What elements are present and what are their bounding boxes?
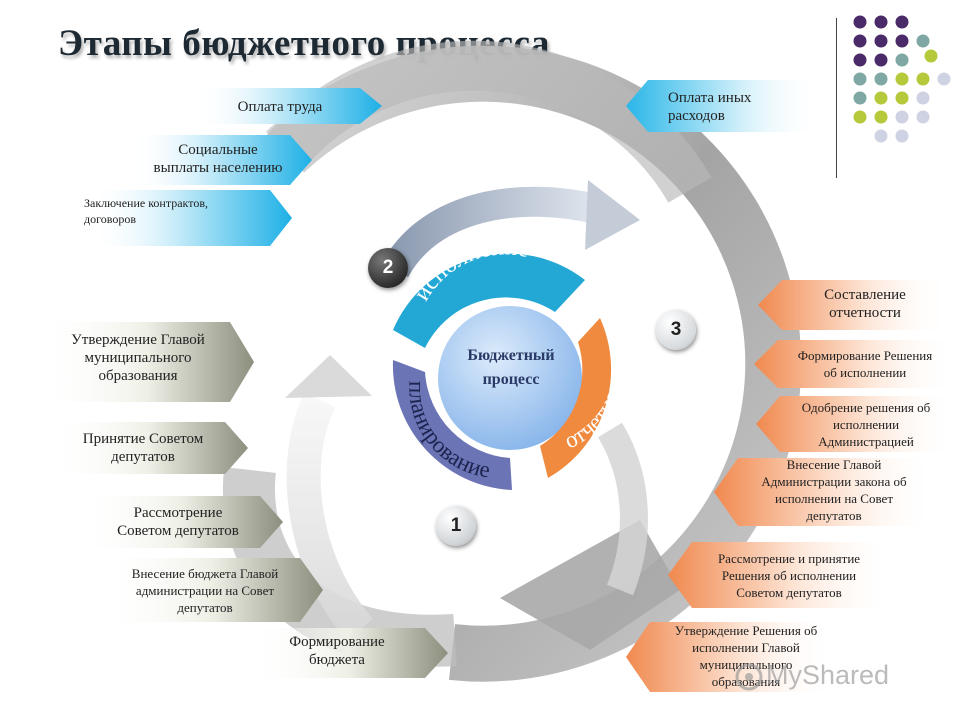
decor-dot (916, 91, 930, 105)
label-submission-law: Внесение Главой Администрации закона об … (761, 457, 907, 523)
gray-arrow-review (80, 496, 283, 548)
decor-dot (853, 72, 867, 86)
center-caption-line: процесс (482, 371, 540, 388)
inner-arrow-left (286, 392, 374, 642)
gray-arrow-approval-head (40, 322, 254, 402)
decor-dot (916, 110, 930, 124)
blue-arrow-other (626, 80, 820, 132)
band-planning (392, 360, 512, 490)
decor-dot (937, 72, 951, 86)
decor-dot (853, 110, 867, 124)
step-number-badge: 3 (656, 310, 696, 350)
label-report-compile: Составление отчетности (824, 287, 906, 321)
band-reporting (540, 318, 612, 478)
orange-arrow-review-decision (668, 542, 895, 608)
decor-dot-grid (853, 15, 951, 143)
center-caption-line: Бюджетный (467, 347, 555, 364)
center-disc (438, 306, 582, 450)
label-adoption-council: Принятие Советом депутатов (82, 431, 204, 465)
decor-dot (895, 129, 909, 143)
decor-dot (874, 53, 888, 67)
decor-dot (874, 72, 888, 86)
blue-arrow-social (130, 135, 312, 185)
blue-arrow-contracts (90, 190, 292, 246)
orange-arrow-report-compile (758, 280, 950, 330)
orange-arrow-decision-form (754, 340, 955, 388)
step-number-badge: 2 (368, 248, 408, 288)
label-budget-submission: Внесение бюджета Главой администрации на… (131, 566, 279, 615)
decor-dot (874, 129, 888, 143)
orange-arrow-approval-admin (756, 396, 955, 452)
label-social-payments: Социальные выплаты населению (153, 142, 283, 176)
decor-dot (895, 15, 909, 29)
center-caption: Бюджетный процесс (450, 344, 572, 392)
decor-dot (874, 34, 888, 48)
decor-dot (874, 110, 888, 124)
label-other-expenses: Оплата иных расходов (668, 90, 752, 124)
decor-dot (853, 53, 867, 67)
orange-arrow-final-approval (626, 622, 835, 692)
blue-arrow-pay (195, 88, 382, 124)
decor-dot (874, 15, 888, 29)
decor-dot (895, 110, 909, 124)
decor-dot (853, 34, 867, 48)
label-review-council: Рассмотрение Советом депутатов (117, 505, 239, 539)
step-number-badge: 1 (436, 506, 476, 546)
inner-arrowhead-upper (585, 180, 640, 250)
inner-arrow-right (597, 422, 648, 596)
decor-dot (895, 34, 909, 48)
decor-dot (895, 72, 909, 86)
decor-dot (853, 91, 867, 105)
orange-arrow-submission-law (714, 458, 935, 526)
label-approval-head: Утверждение Главой муниципального образо… (71, 332, 205, 384)
decor-dot (853, 15, 867, 29)
decor-dot (874, 91, 888, 105)
band-execution (393, 253, 585, 348)
decor-dot (924, 49, 938, 63)
inner-arrowhead-left (285, 355, 372, 398)
label-pay: Оплата труда (237, 99, 323, 115)
decor-divider-line (836, 18, 837, 178)
gray-arrow-formation (250, 628, 448, 678)
gray-arrow-adoption (50, 422, 248, 474)
label-decision-formation: Формирование Решения об исполнении (797, 348, 933, 380)
decor-dot (916, 72, 930, 86)
decor-dot (895, 91, 909, 105)
inner-arrow-upper (381, 186, 604, 278)
gray-arrow-submission (100, 558, 323, 622)
label-approval-administration: Одобрение решения об исполнении Админист… (801, 400, 931, 449)
label-contracts: Заключение контрактов, договоров (84, 196, 208, 226)
watermark-logo-icon (735, 663, 763, 691)
label-budget-formation: Формирование бюджета (289, 634, 385, 668)
decor-dot (895, 53, 909, 67)
label-review-decision: Рассмотрение и принятие Решения об испол… (717, 551, 861, 600)
decor-dot (916, 34, 930, 48)
watermark-text: MyShared (766, 660, 890, 690)
